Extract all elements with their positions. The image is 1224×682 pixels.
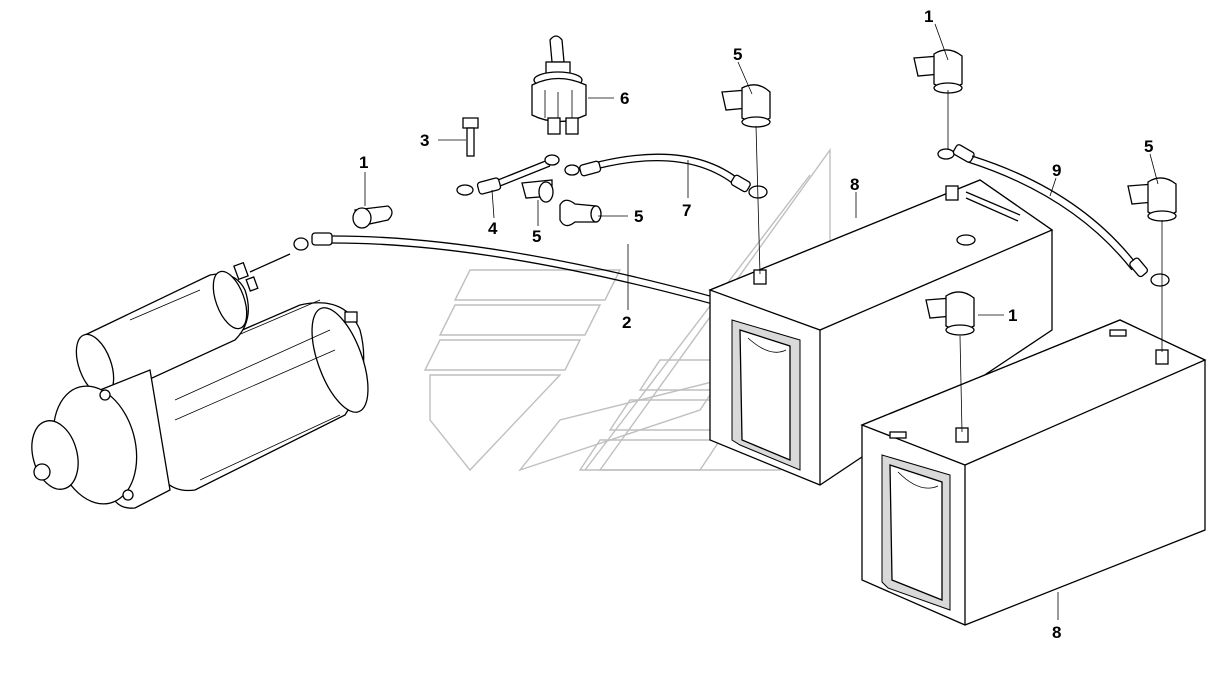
callout-5-middle: 5	[733, 45, 742, 64]
terminal-cover-5-right	[1127, 177, 1177, 222]
battery-8-rear	[708, 179, 1054, 486]
callout-1-top: 1	[924, 7, 933, 26]
cable-4	[456, 154, 560, 196]
terminal-cover-5-left	[521, 179, 554, 203]
callout-5-lower: 5	[634, 207, 643, 226]
callout-3: 3	[420, 131, 429, 150]
callout-1-starter: 1	[359, 153, 368, 172]
callout-1-front: 1	[1008, 306, 1017, 325]
callout-2: 2	[622, 313, 631, 332]
callout-9: 9	[1052, 161, 1061, 180]
bolt-3	[462, 117, 479, 157]
callouts: 1 1 1 2 3 4 5 5 5 5 6 7 8 8 9	[359, 7, 1153, 642]
callout-8-rear: 8	[850, 175, 859, 194]
callout-7: 7	[682, 201, 691, 220]
callout-5-left: 5	[532, 227, 541, 246]
cable-9	[937, 144, 1170, 287]
starter-motor	[31, 253, 369, 509]
callout-5-right: 5	[1144, 137, 1153, 156]
callout-4: 4	[488, 219, 498, 238]
terminal-cover-1-front	[925, 291, 975, 336]
battery-8-front	[860, 319, 1207, 626]
callout-8-front: 8	[1052, 623, 1061, 642]
terminal-cover-1-top	[913, 49, 963, 94]
leader-lines	[364, 23, 1163, 620]
cable-7	[564, 153, 768, 199]
isolator-switch-6	[531, 35, 587, 135]
terminal-cover-5-middle	[721, 84, 771, 128]
terminal-cover-5-lower	[559, 199, 602, 227]
callout-6: 6	[620, 89, 629, 108]
terminal-cover-1-starter	[352, 205, 393, 229]
